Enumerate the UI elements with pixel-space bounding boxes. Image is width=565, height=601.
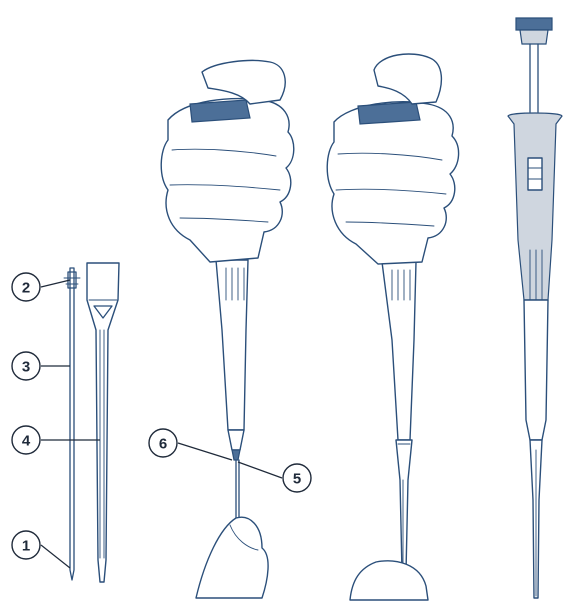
- callout-2: 2: [12, 273, 40, 301]
- callout-3: 3: [12, 352, 40, 380]
- hand-pipette-right: [327, 54, 458, 600]
- svg-text:6: 6: [159, 436, 167, 453]
- hand-pipette-left: [161, 60, 294, 598]
- leader-6: [178, 443, 232, 460]
- full-pipette: [508, 18, 562, 598]
- svg-text:4: 4: [22, 433, 31, 450]
- leader-2: [41, 280, 70, 287]
- callout-1: 1: [12, 531, 40, 559]
- leader-5: [238, 462, 282, 478]
- svg-text:1: 1: [22, 538, 30, 555]
- callout-6: 6: [149, 429, 177, 457]
- capillary-tip: [87, 263, 119, 582]
- svg-text:3: 3: [22, 359, 30, 376]
- svg-text:2: 2: [22, 280, 30, 297]
- svg-text:5: 5: [293, 471, 301, 488]
- callout-5: 5: [283, 464, 311, 492]
- capillary-piston: [64, 268, 80, 580]
- leader-1: [41, 545, 70, 568]
- callout-4: 4: [12, 426, 40, 454]
